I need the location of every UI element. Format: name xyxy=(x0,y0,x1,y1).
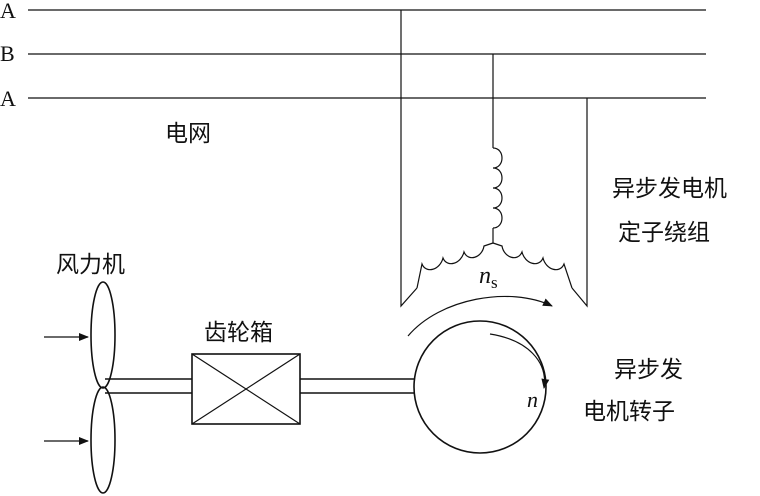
wind-turbine-blades xyxy=(90,281,116,494)
gearbox-box xyxy=(191,353,301,425)
stator-label-line2: 定子绕组 xyxy=(618,220,710,246)
shaft-turbine-gearbox xyxy=(105,378,192,394)
rotor-speed-label: n xyxy=(527,387,538,412)
rotor-label-line2: 电机转子 xyxy=(583,399,675,425)
grid-label: 电网 xyxy=(165,121,211,147)
phase-label-b: B xyxy=(0,41,15,66)
rotor-rotation-arrow xyxy=(489,333,550,389)
rotating-field-arrow xyxy=(407,295,553,337)
rotor-label-line1: 异步发 xyxy=(614,357,683,383)
gearbox-label: 齿轮箱 xyxy=(204,320,273,346)
stator-right-wire xyxy=(571,98,588,308)
stator-winding xyxy=(400,10,588,308)
ns-label: ns xyxy=(479,263,498,292)
wind-turbine-label: 风力机 xyxy=(56,252,125,278)
phase-label-a-top: A xyxy=(0,0,16,23)
stator-left-wire xyxy=(400,10,418,308)
stator-vertical-coil xyxy=(492,147,503,229)
stator-right-coil xyxy=(492,242,573,289)
stator-left-coil xyxy=(416,242,494,289)
phase-label-a-bottom: A xyxy=(0,86,16,111)
shaft-gearbox-rotor xyxy=(300,378,414,394)
stator-label-line1: 异步发电机 xyxy=(612,176,727,202)
